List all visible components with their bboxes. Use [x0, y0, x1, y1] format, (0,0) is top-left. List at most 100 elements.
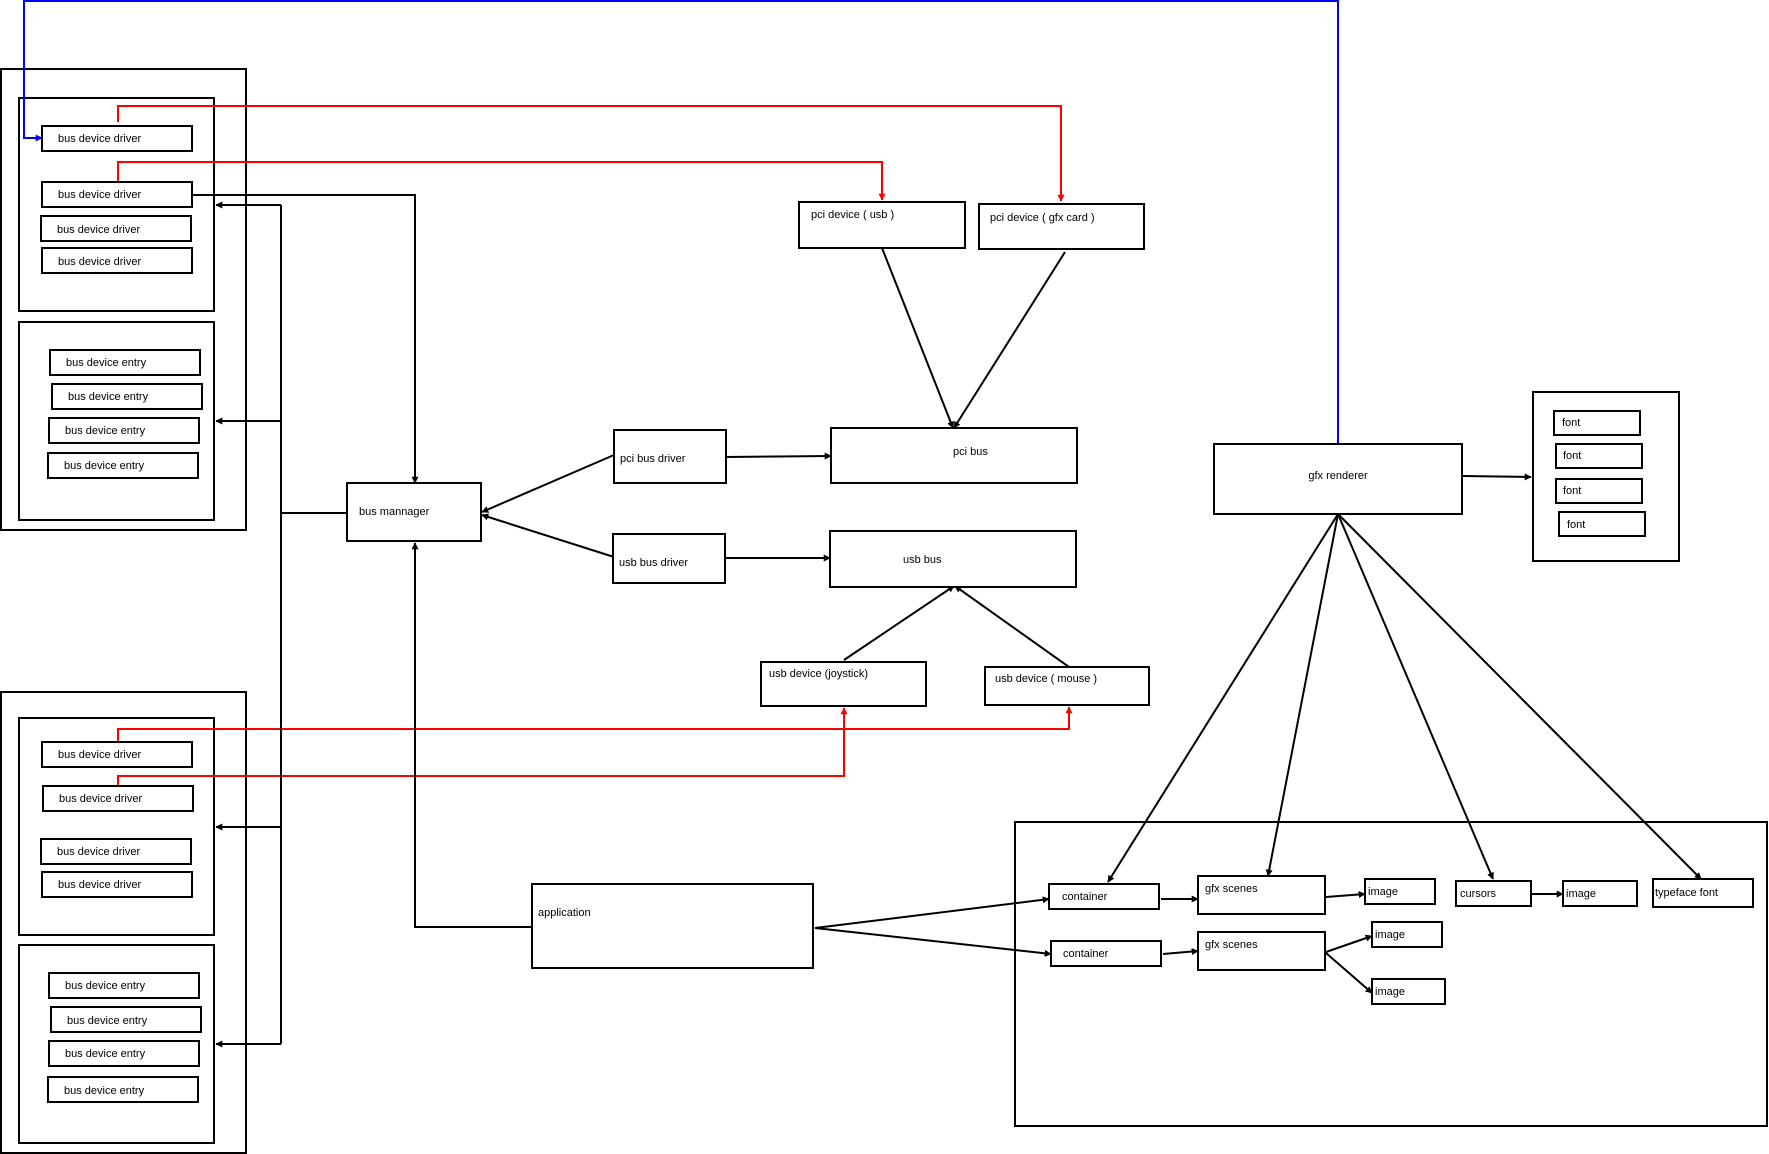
node-image[interactable]: image [1371, 978, 1446, 1005]
node-bus-device-driver[interactable]: bus device driver [41, 741, 193, 768]
node-pci-device-usb[interactable]: pci device ( usb ) [798, 201, 966, 249]
edge-renderer-to-cursors [1337, 513, 1494, 880]
node-label: bus device driver [58, 749, 141, 761]
node-font[interactable]: font [1555, 478, 1643, 504]
node-usb-device-mouse[interactable]: usb device ( mouse ) [984, 666, 1150, 706]
node-label: image [1566, 888, 1596, 900]
font-group [1532, 391, 1680, 562]
edge-container2-to-scenes2 [1162, 948, 1199, 956]
top-entry-group [18, 321, 215, 521]
node-label: pci bus driver [620, 453, 686, 465]
node-bus-device-driver[interactable]: bus device driver [41, 181, 193, 208]
node-label: usb bus driver [619, 557, 688, 569]
edge-application-to-manager [411, 542, 532, 928]
edge-pcidriver-to-pcibus [725, 452, 832, 460]
edge-pcigfx-to-pcibus [953, 251, 1066, 429]
node-label: image [1368, 886, 1398, 898]
node-label: pci bus [953, 446, 988, 458]
node-font[interactable]: font [1553, 410, 1641, 436]
node-label: bus device driver [57, 846, 140, 858]
node-image[interactable]: image [1371, 921, 1443, 948]
node-container[interactable]: container [1050, 940, 1162, 967]
node-label: bus device entry [66, 357, 147, 369]
node-bus-device-entry[interactable]: bus device entry [50, 1006, 202, 1033]
node-bus-device-driver[interactable]: bus device driver [42, 785, 194, 812]
edge-driver1-to-pci-gfx [117, 105, 1065, 202]
node-bus-device-driver[interactable]: bus device driver [41, 871, 193, 898]
bottom-bus-group [0, 691, 247, 1154]
edge-application-to-container2 [814, 927, 1052, 957]
node-label: bus device driver [57, 224, 140, 236]
edge-driver6-to-usb-joystick [117, 707, 848, 786]
edge-usbdriver-to-manager [481, 513, 615, 558]
node-bus-device-driver[interactable]: bus device driver [40, 838, 192, 865]
node-label: font [1567, 519, 1585, 531]
node-typeface-font[interactable]: typeface font [1652, 878, 1754, 908]
node-pci-bus-driver[interactable]: pci bus driver [613, 429, 727, 484]
node-bus-device-entry[interactable]: bus device entry [47, 452, 199, 479]
node-label: bus mannager [359, 506, 430, 518]
bottom-entry-group [18, 944, 215, 1144]
node-usb-bus-driver[interactable]: usb bus driver [612, 533, 726, 584]
node-gfx-scenes[interactable]: gfx scenes [1197, 931, 1326, 971]
node-label: typeface font [1655, 887, 1718, 899]
node-gfx-scenes[interactable]: gfx scenes [1197, 875, 1326, 915]
node-label: bus device driver [58, 133, 141, 145]
node-label: cursors [1460, 888, 1497, 900]
edge-driver5-to-usb-mouse [117, 706, 1073, 742]
node-gfx-renderer[interactable]: gfx renderer [1213, 443, 1463, 515]
node-label: image [1375, 986, 1405, 998]
node-pci-bus[interactable]: pci bus [830, 427, 1078, 484]
edge-scenes2-to-image3 [1325, 952, 1373, 994]
node-label: bus device entry [65, 1048, 146, 1060]
node-label: bus device entry [64, 460, 145, 472]
node-label: pci device ( gfx card ) [990, 212, 1095, 224]
edge-driver2-to-pci-usb [117, 161, 886, 201]
scene-group [1014, 821, 1768, 1127]
edge-renderer-to-gfxscenes [1265, 513, 1339, 877]
edge-renderer-to-driver-blue [23, 0, 1339, 444]
node-container[interactable]: container [1048, 883, 1160, 910]
edge-application-to-container1 [814, 896, 1050, 929]
node-cursors[interactable]: cursors [1455, 880, 1532, 907]
node-image[interactable]: image [1364, 878, 1436, 905]
node-label: usb device (joystick) [769, 668, 868, 680]
node-font[interactable]: font [1555, 443, 1643, 469]
node-label: bus device driver [58, 256, 141, 268]
node-label: image [1375, 929, 1405, 941]
top-driver-group [18, 97, 215, 312]
node-bus-device-driver[interactable]: bus device driver [41, 247, 193, 274]
node-label: bus device entry [65, 980, 146, 992]
node-usb-device-joystick[interactable]: usb device (joystick) [760, 661, 927, 707]
node-label: bus device entry [68, 391, 149, 403]
node-bus-device-entry[interactable]: bus device entry [48, 972, 200, 999]
node-bus-device-entry[interactable]: bus device entry [49, 349, 201, 376]
node-label: font [1563, 485, 1581, 497]
node-label: bus device entry [67, 1015, 148, 1027]
node-bus-device-entry[interactable]: bus device entry [51, 383, 203, 410]
node-usb-bus[interactable]: usb bus [829, 530, 1077, 588]
node-label: container [1062, 891, 1108, 903]
node-label: font [1563, 450, 1581, 462]
node-label: container [1063, 948, 1109, 960]
node-bus-device-entry[interactable]: bus device entry [48, 1040, 200, 1067]
node-pci-device-gfx[interactable]: pci device ( gfx card ) [978, 203, 1145, 250]
node-label: bus device driver [58, 189, 141, 201]
node-label: bus device driver [59, 793, 142, 805]
node-bus-device-driver[interactable]: bus device driver [41, 125, 193, 152]
node-application[interactable]: application [531, 883, 814, 969]
node-label: bus device entry [64, 1085, 145, 1097]
node-bus-manager[interactable]: bus mannager [346, 482, 482, 542]
node-bus-device-driver[interactable]: bus device driver [40, 215, 192, 242]
node-image[interactable]: image [1562, 880, 1638, 907]
edge-renderer-to-container [1107, 513, 1339, 883]
edge-scenes1-to-image1 [1325, 890, 1366, 898]
node-label: usb bus [903, 554, 942, 566]
node-font[interactable]: font [1558, 511, 1646, 537]
edge-mouse-to-usbbus [954, 585, 1070, 668]
bottom-driver-group [18, 717, 215, 936]
node-label: usb device ( mouse ) [995, 673, 1097, 685]
node-bus-device-entry[interactable]: bus device entry [47, 1076, 199, 1103]
node-bus-device-entry[interactable]: bus device entry [48, 417, 200, 444]
